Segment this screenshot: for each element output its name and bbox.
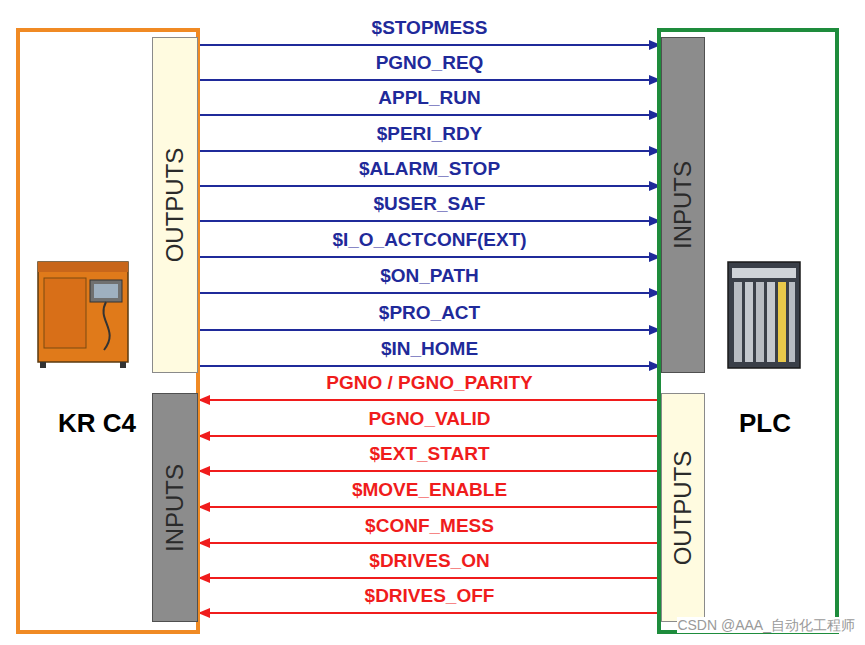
io-band-label: OUTPUTS bbox=[162, 148, 188, 263]
signal-arrow bbox=[198, 435, 661, 437]
device-name: PLC bbox=[739, 408, 791, 438]
signal-arrow bbox=[198, 399, 661, 401]
signal-arrow bbox=[198, 329, 661, 331]
signal-arrow bbox=[198, 612, 661, 614]
signal-arrow bbox=[198, 220, 661, 222]
watermark: CSDN @AAA_自动化工程师 bbox=[677, 617, 855, 633]
signal-arrow bbox=[198, 44, 661, 46]
signal-arrow bbox=[198, 542, 661, 544]
signal-arrow bbox=[198, 150, 661, 152]
plc-picture bbox=[728, 262, 800, 368]
signal-arrow bbox=[198, 114, 661, 116]
device-name: KR C4 bbox=[58, 408, 136, 438]
signal-name: $I_O_ACTCONF(EXT) bbox=[329, 230, 529, 250]
signal-arrow bbox=[198, 470, 661, 472]
signal-arrow bbox=[198, 292, 661, 294]
robot-controller-picture bbox=[38, 262, 128, 368]
signal-arrow bbox=[198, 577, 661, 579]
signal-name: PGNO_REQ bbox=[373, 53, 487, 73]
signal-name: $PERI_RDY bbox=[374, 124, 486, 144]
signal-arrow bbox=[198, 79, 661, 81]
signal-name: PGNO / PGNO_PARITY bbox=[323, 373, 536, 393]
io-band-label: INPUTS bbox=[162, 463, 188, 551]
output-band: OUTPUTS bbox=[152, 37, 198, 373]
signal-name: $MOVE_ENABLE bbox=[349, 480, 510, 500]
signal-name: $EXT_START bbox=[366, 444, 492, 464]
io-band-label: INPUTS bbox=[670, 161, 696, 249]
signal-name: APPL_RUN bbox=[375, 88, 483, 108]
output-band: OUTPUTS bbox=[661, 393, 705, 622]
signal-name: $CONF_MESS bbox=[362, 516, 497, 536]
input-band: INPUTS bbox=[661, 37, 705, 373]
input-band: INPUTS bbox=[152, 393, 198, 622]
plc-housing: PLC INPUTS OUTPUTS bbox=[657, 28, 839, 634]
signal-name: $IN_HOME bbox=[378, 339, 481, 359]
signal-name: PGNO_VALID bbox=[365, 409, 493, 429]
signal-name: $USER_SAF bbox=[371, 194, 489, 214]
signal-name: $DRIVES_OFF bbox=[362, 586, 498, 606]
signal-name: $STOPMESS bbox=[369, 18, 491, 38]
io-band-label: OUTPUTS bbox=[670, 450, 696, 565]
controller-housing: KR C4 OUTPUTS INPUTS bbox=[16, 28, 200, 634]
signal-name: $DRIVES_ON bbox=[366, 551, 492, 571]
signal-name: $ON_PATH bbox=[377, 266, 482, 286]
signal-name: $ALARM_STOP bbox=[356, 159, 503, 179]
signal-arrow bbox=[198, 365, 661, 367]
signal-name: $PRO_ACT bbox=[376, 303, 483, 323]
signal-arrow bbox=[198, 256, 661, 258]
signal-arrow bbox=[198, 185, 661, 187]
signal-arrow bbox=[198, 506, 661, 508]
